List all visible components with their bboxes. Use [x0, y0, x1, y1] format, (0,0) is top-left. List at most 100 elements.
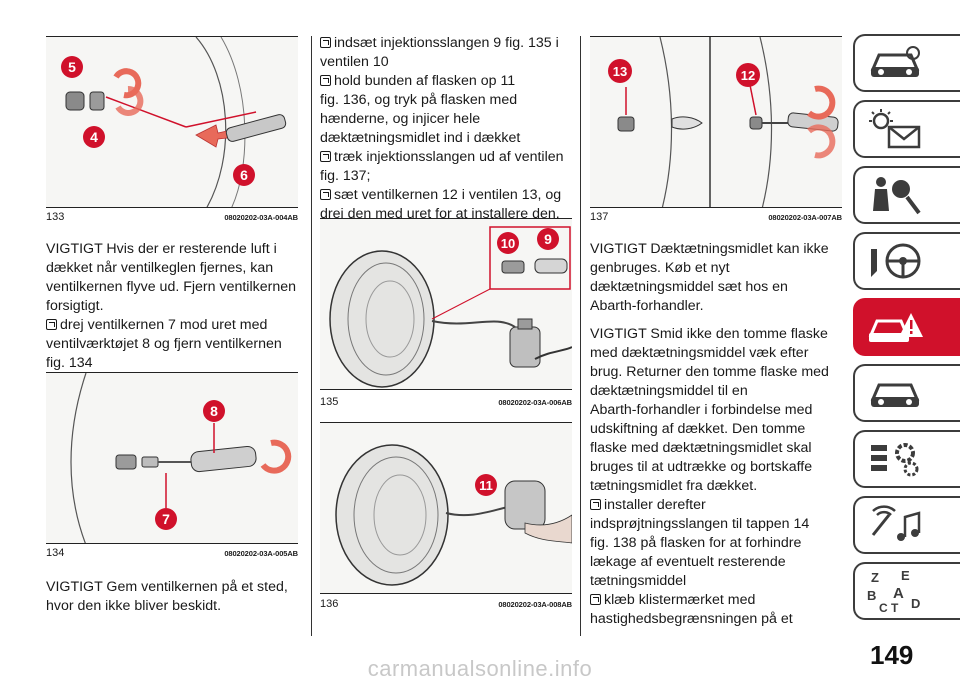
text-line: ventilværktøjet 8 og fjern ventilkernen — [46, 336, 282, 352]
checkbox-bullet-icon — [320, 151, 331, 162]
text-line: VIGTIGT Smid ikke den tomme flaske — [590, 326, 828, 342]
text-line: genbruges. Køb et nyt — [590, 260, 730, 276]
svg-text:13: 13 — [613, 64, 627, 79]
callout-10: 10 — [497, 232, 519, 254]
svg-text:12: 12 — [741, 68, 755, 83]
svg-text:T: T — [891, 601, 899, 614]
tab-technical-data[interactable] — [853, 430, 960, 488]
figure-code: 08020202-03A-008AB — [498, 599, 572, 609]
text-line: hastighedsbegrænsningen på et — [590, 611, 793, 627]
text-line: ventilkernen flyve ud. Fjern ventilkerne… — [46, 279, 296, 295]
tab-breakdown[interactable] — [853, 298, 960, 356]
figure-136: 11 — [320, 422, 572, 594]
tab-airbag-safety[interactable] — [853, 166, 960, 224]
tab-index[interactable]: Z E B A C T D — [853, 562, 960, 620]
figure-code: 08020202-03A-005AB — [224, 548, 298, 558]
text-line: brug. Returner den tomme flaske med — [590, 364, 829, 380]
column-divider — [580, 36, 581, 636]
checkbox-bullet-icon — [46, 319, 57, 330]
figure-number: 134 — [46, 547, 65, 559]
figure-135: 10 9 — [320, 218, 572, 390]
checkbox-bullet-icon — [590, 499, 601, 510]
tab-warning-lights[interactable] — [853, 100, 960, 158]
bullet-step: installer derefter — [590, 496, 846, 515]
svg-text:C: C — [879, 601, 888, 614]
text-line: VIGTIGT Dæktætningsmidlet kan ikke — [590, 241, 829, 257]
figure-number: 136 — [320, 598, 339, 610]
figure-134: 8 7 — [46, 372, 298, 544]
airbag-safety-icon — [873, 177, 921, 215]
bullet-step: klæb klistermærket med — [590, 591, 846, 610]
page-number: 149 — [870, 640, 914, 670]
warning-store-core: VIGTIGT Gem ventilkernen på et sted, hvo… — [46, 578, 302, 616]
svg-text:9: 9 — [544, 231, 552, 247]
text-line: tætningsmiddel — [590, 573, 687, 589]
text-line: med dæktætningsmiddel væk efter — [590, 345, 809, 361]
technical-data-icon — [871, 443, 919, 477]
svg-text:6: 6 — [240, 167, 248, 183]
warning-valve-core: VIGTIGT Hvis der er resterende luft i dæ… — [46, 240, 302, 373]
figure-133-caption: 133 08020202-03A-004AB — [46, 211, 298, 223]
svg-text:D: D — [911, 596, 920, 611]
callout-5: 5 — [61, 56, 83, 78]
figure-136-caption: 136 08020202-03A-008AB — [320, 598, 572, 610]
steps-inject: indsæt injektionsslangen 9 fig. 135 i ve… — [320, 34, 576, 224]
text-line: dæktætningsmiddel sæt hos en — [590, 279, 788, 295]
svg-text:A: A — [893, 585, 904, 602]
callout-13: 13 — [608, 59, 632, 83]
tab-maintenance[interactable] — [853, 364, 960, 422]
figure-number: 135 — [320, 396, 339, 408]
callout-4: 4 — [83, 126, 105, 148]
figure-134-illustration: 8 7 — [70, 373, 292, 543]
figure-133-illustration: 5 4 6 — [61, 37, 287, 207]
checkbox-bullet-icon — [320, 75, 331, 86]
callout-12: 12 — [736, 63, 760, 87]
bullet-step: træk injektionsslangen ud af ventilen — [320, 148, 576, 167]
callout-7: 7 — [155, 508, 177, 530]
text-line: hvor den ikke bliver beskidt. — [46, 598, 222, 614]
text-line: bruges til at udtrække og bortskaffe — [590, 459, 813, 475]
text-line: Abarth-forhandler i forbindelse med — [590, 402, 813, 418]
tab-car-dashboard[interactable] — [853, 34, 960, 92]
svg-text:5: 5 — [68, 59, 76, 75]
text-line: fig. 137; — [320, 168, 371, 184]
text-line: fig. 134 — [46, 355, 93, 371]
figure-137-illustration: 13 12 — [608, 37, 839, 207]
steering-wheel-icon — [871, 243, 921, 279]
text-line: fig. 136, og tryk på flasken med — [320, 92, 518, 108]
text-line: hænderne, og injicer hele — [320, 111, 481, 127]
figure-137-caption: 137 08020202-03A-007AB — [590, 211, 842, 223]
watermark: carmanualsonline.info — [367, 656, 593, 678]
figure-135-illustration: 10 9 — [329, 226, 572, 388]
warnings-sealant: VIGTIGT Dæktætningsmidlet kan ikke genbr… — [590, 240, 846, 629]
bullet-step: drej ventilkernen 7 mod uret med — [46, 316, 302, 335]
bullet-step: indsæt injektionsslangen 9 fig. 135 i — [320, 34, 576, 53]
text-line: VIGTIGT Gem ventilkernen på et sted, — [46, 579, 288, 595]
text-line: udskiftning af dækket. Den tomme — [590, 421, 806, 437]
bullet-step: sæt ventilkernen 12 i ventilen 13, og — [320, 186, 576, 205]
figure-code: 08020202-03A-007AB — [768, 212, 842, 222]
tab-multimedia[interactable] — [853, 496, 960, 554]
text-line: dæktætningsmiddel til en — [590, 383, 748, 399]
breakdown-car-icon — [868, 313, 923, 342]
tab-steering-wheel[interactable] — [853, 232, 960, 290]
text-line: forsigtigt. — [46, 298, 104, 314]
car-dashboard-icon — [870, 46, 920, 77]
text-line: dækket når ventilkeglen fjernes, kan — [46, 260, 274, 276]
text-line: fig. 138 på flasken for at forhindre — [590, 535, 802, 551]
svg-text:11: 11 — [479, 478, 493, 493]
figure-134-caption: 134 08020202-03A-005AB — [46, 547, 298, 559]
text-line: tætningsmidlet fra dækket. — [590, 478, 758, 494]
callout-6: 6 — [233, 164, 255, 186]
callout-11: 11 — [475, 474, 497, 496]
callout-8: 8 — [203, 400, 225, 422]
text-line: lækage af eventuelt resterende — [590, 554, 786, 570]
text-line: Abarth-forhandler. — [590, 298, 704, 314]
multimedia-icon — [871, 505, 921, 541]
text-line: ventilen 10 — [320, 54, 389, 70]
checkbox-bullet-icon — [590, 594, 601, 605]
figure-code: 08020202-03A-004AB — [224, 212, 298, 222]
checkbox-bullet-icon — [320, 189, 331, 200]
svg-text:10: 10 — [501, 236, 515, 251]
figure-135-caption: 135 08020202-03A-006AB — [320, 396, 572, 408]
